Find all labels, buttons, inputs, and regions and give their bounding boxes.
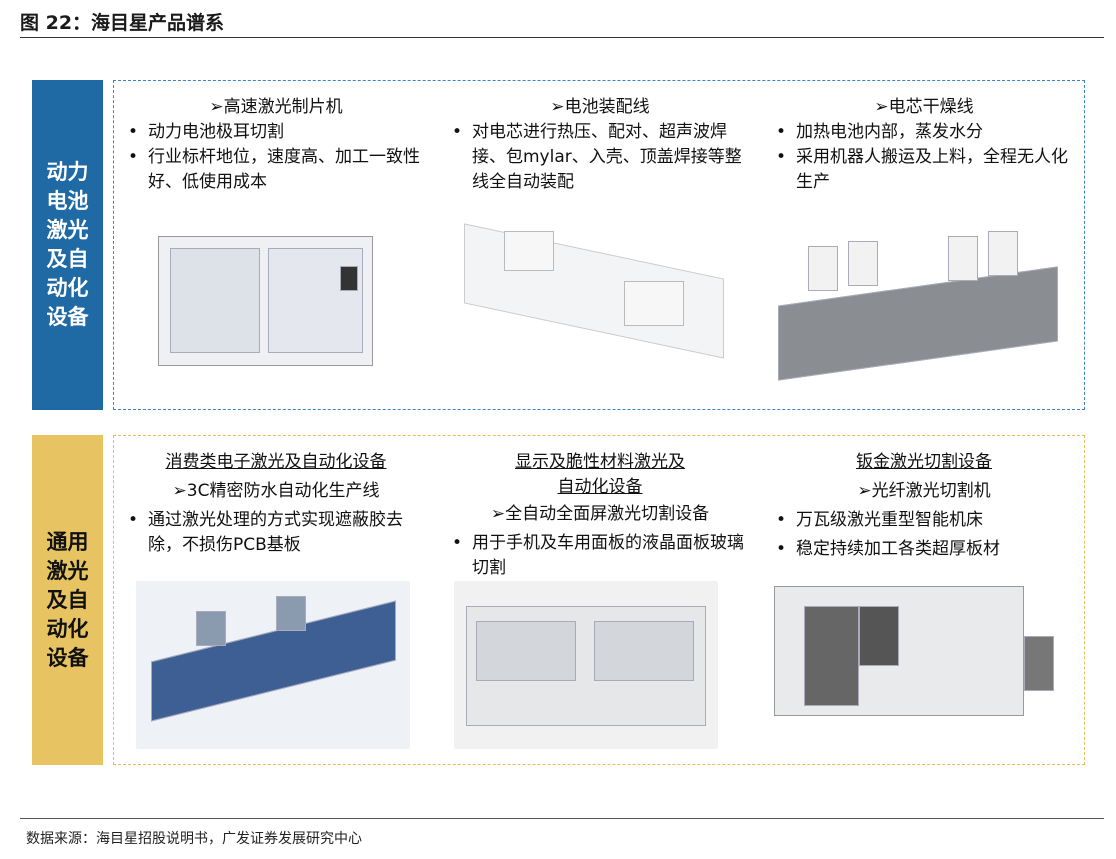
product-title: ➢3C精密防水自动化生产线 [172,481,380,501]
bullet: 用于手机及车用面板的液晶面板玻璃切割 [438,531,752,581]
product-assembly-line: ➢电池装配线 对电芯进行热压、配对、超声波焊接、包mylar、入壳、顶盖焊接等整… [438,81,762,409]
product-title: ➢电芯干燥线 [874,97,974,117]
row-label-general-laser: 通用激光及自动化设备 [32,435,103,765]
product-title: ➢全自动全面屏激光切割设备 [490,504,710,524]
3c-line-image [136,581,410,749]
bullet: 动力电池极耳切割 [114,120,428,145]
category-title: 消费类电子激光及自动化设备 [165,452,387,472]
product-title: ➢高速激光制片机 [209,97,343,117]
bullet: 稳定持续加工各类超厚板材 [762,537,1076,562]
product-title: ➢光纤激光切割机 [857,481,991,501]
product-cutting-machine: ➢高速激光制片机 动力电池极耳切割 行业标杆地位，速度高、加工一致性好、低使用成… [114,81,438,409]
product-display-cutting: 显示及脆性材料激光及自动化设备 ➢全自动全面屏激光切割设备 用于手机及车用面板的… [438,436,762,764]
category-title: 钣金激光切割设备 [856,452,992,472]
display-cutting-image [454,581,718,749]
source-note: 数据来源：海目星招股说明书，广发证券发展研究中心 [26,831,362,847]
bullet: 万瓦级激光重型智能机床 [762,508,1076,533]
footer-divider [20,818,1104,819]
product-title: ➢电池装配线 [550,97,650,117]
product-fiber-laser-cutter: 钣金激光切割设备 ➢光纤激光切割机 万瓦级激光重型智能机床 稳定持续加工各类超厚… [762,436,1086,764]
bullet: 采用机器人搬运及上料，全程无人化生产 [762,145,1076,195]
bullet: 通过激光处理的方式实现遮蔽胶去除，不损伤PCB基板 [114,508,428,558]
fiber-laser-image [764,576,1060,726]
title-divider [20,37,1104,38]
bullet: 对电芯进行热压、配对、超声波焊接、包mylar、入壳、顶盖焊接等整线全自动装配 [438,120,752,195]
bullet: 加热电池内部，蒸发水分 [762,120,1076,145]
product-drying-line: ➢电芯干燥线 加热电池内部，蒸发水分 采用机器人搬运及上料，全程无人化生产 [762,81,1086,409]
machine-image [150,216,380,391]
category-title: 显示及脆性材料激光及自动化设备 [515,452,685,497]
row-label-power-battery: 动力电池激光及自动化设备 [32,80,103,410]
figure-title: 图 22：海目星产品谱系 [20,12,225,34]
bullet: 行业标杆地位，速度高、加工一致性好、低使用成本 [114,145,428,195]
panel-power-battery: ➢高速激光制片机 动力电池极耳切割 行业标杆地位，速度高、加工一致性好、低使用成… [113,80,1085,410]
drying-line-image [768,226,1064,386]
product-3c-line: 消费类电子激光及自动化设备 ➢3C精密防水自动化生产线 通过激光处理的方式实现遮… [114,436,438,764]
assembly-line-image [444,211,744,391]
panel-general-laser: 消费类电子激光及自动化设备 ➢3C精密防水自动化生产线 通过激光处理的方式实现遮… [113,435,1085,765]
